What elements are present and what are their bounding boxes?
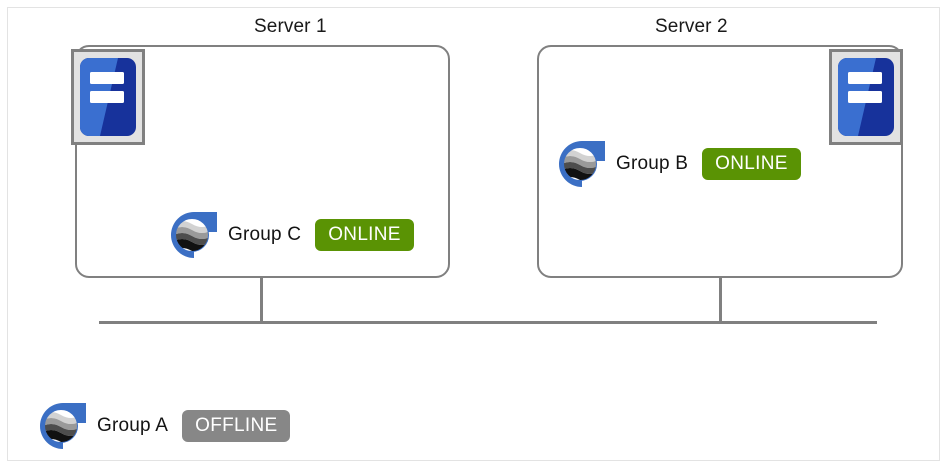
group-b-status-badge[interactable]: ONLINE — [702, 148, 801, 180]
group-c-status-badge[interactable]: ONLINE — [315, 219, 414, 251]
group-a-status-badge[interactable]: OFFLINE — [182, 410, 291, 442]
shared-bus-line — [99, 321, 877, 324]
group-row-c[interactable]: Group C ONLINE — [168, 209, 414, 261]
server-1-bus-connector — [260, 276, 263, 324]
server-2-bus-connector — [719, 276, 722, 324]
group-b-label: Group B — [616, 153, 689, 174]
server-1-title: Server 1 — [254, 16, 327, 37]
group-row-b[interactable]: Group B ONLINE — [556, 138, 801, 190]
group-globe-logo — [40, 403, 86, 449]
server-machine-icon[interactable] — [71, 49, 145, 145]
server-2-title: Server 2 — [655, 16, 728, 37]
group-globe-logo — [559, 141, 605, 187]
group-a-label: Group A — [97, 415, 169, 436]
server-machine-icon[interactable] — [829, 49, 903, 145]
group-c-label: Group C — [228, 224, 302, 245]
group-globe-logo — [171, 212, 217, 258]
group-row-a[interactable]: Group A OFFLINE — [37, 400, 291, 452]
